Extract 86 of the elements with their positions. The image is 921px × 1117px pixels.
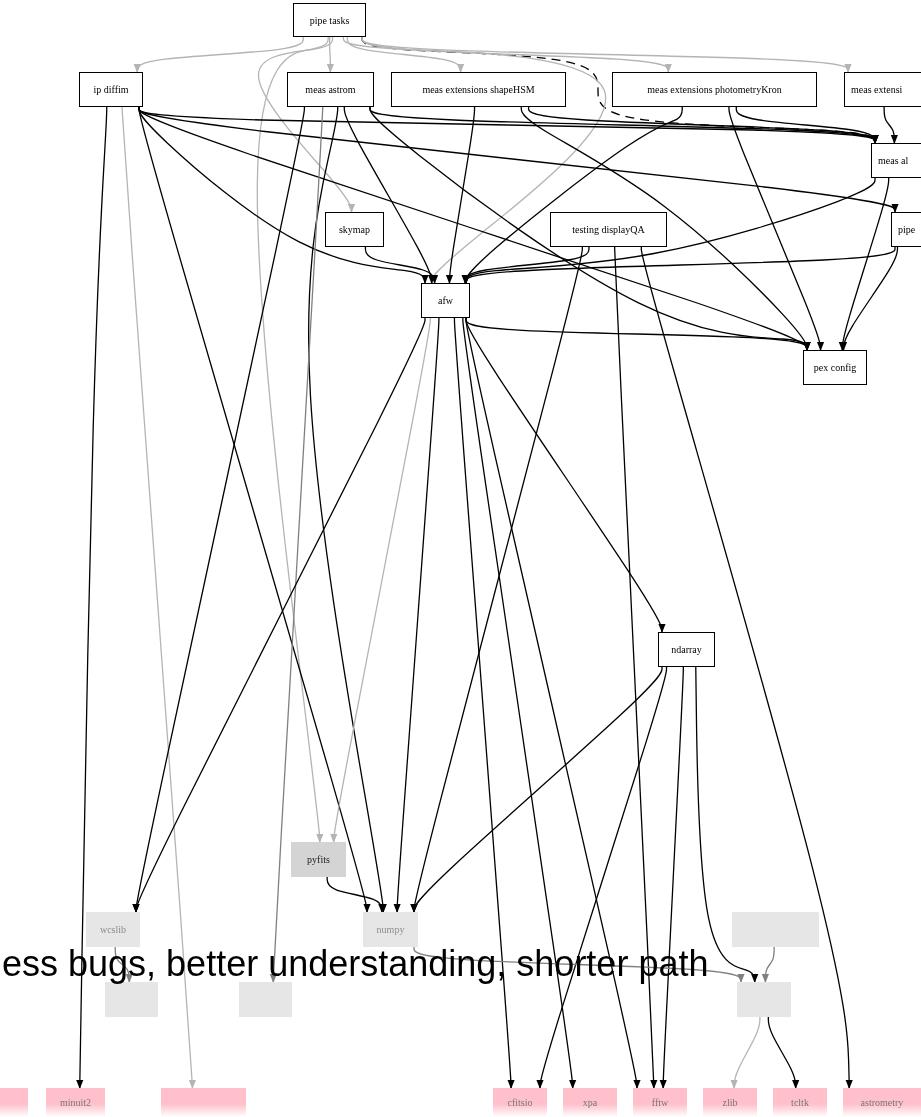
dependency-arrow	[133, 36, 304, 73]
package-name: zlib	[722, 1097, 738, 1108]
dependency-arrow	[258, 36, 356, 213]
package-name: minuit2	[59, 1097, 92, 1108]
external-package-box	[563, 1088, 617, 1117]
external-package-box	[633, 1088, 687, 1117]
library-box	[732, 912, 819, 947]
dependency-arrow	[346, 36, 465, 73]
dependency-arrow	[465, 317, 641, 1089]
library-box	[737, 982, 791, 1017]
package-name: cfitsio	[507, 1097, 533, 1108]
package-name: meas extensi	[851, 84, 903, 95]
external-package-box	[493, 1088, 547, 1117]
dependency-arrow	[330, 317, 431, 843]
dependency-arrow	[445, 106, 476, 284]
package-name: numpy	[376, 924, 405, 935]
dependency-arrow	[761, 946, 775, 983]
dependency-arrow	[462, 317, 577, 1089]
package-box	[871, 143, 921, 178]
dependency-arrow	[326, 876, 386, 913]
dependency-arrow	[614, 246, 658, 1089]
external-package-box	[703, 1088, 757, 1117]
dependency-arrow	[76, 106, 108, 1089]
package-name: pipe tasks	[309, 14, 350, 26]
dependency-arrow	[393, 317, 440, 913]
dependency-arrow	[695, 666, 759, 983]
package-name: afw	[438, 295, 453, 306]
package-name: ip diffim	[93, 84, 129, 95]
package-box	[550, 212, 667, 247]
package-box	[891, 212, 921, 247]
library-box	[86, 912, 140, 947]
dependency-arrow	[728, 106, 825, 351]
dependency-arrow	[838, 177, 890, 351]
package-name: tcltk	[791, 1097, 809, 1108]
dependency-arrow	[269, 106, 324, 983]
package-box	[79, 72, 143, 107]
dependency-arrow	[256, 36, 329, 843]
library-box	[363, 912, 418, 947]
dependency-arrow	[410, 666, 663, 913]
package-name: wcslib	[99, 924, 127, 935]
external-package-box	[773, 1088, 827, 1117]
package-name: pipe	[898, 224, 916, 235]
dependency-arrow	[536, 666, 668, 1089]
external-package-box	[843, 1088, 921, 1117]
dependency-arrow	[308, 106, 387, 913]
package-name: astrometry	[860, 1097, 904, 1108]
package-name: meas extensions photometryKron	[647, 84, 782, 95]
library-box	[105, 982, 158, 1017]
dependency-arrow	[640, 246, 853, 1089]
dependency-arrow	[364, 246, 439, 284]
package-name: fftw	[651, 1097, 669, 1108]
library-box	[239, 982, 292, 1017]
package-name: meas extensions shapeHSM	[422, 84, 535, 95]
dependency-arrow	[730, 1016, 761, 1089]
package-box	[325, 212, 384, 247]
package-box	[421, 283, 470, 318]
package-name: testing displayQA	[572, 224, 645, 235]
dependency-arrow	[361, 36, 852, 73]
package-name: skymap	[338, 224, 371, 235]
dependency-arrow	[461, 246, 590, 284]
external-package-box	[161, 1088, 246, 1117]
package-name: ndarray	[671, 644, 702, 655]
package-box	[803, 350, 867, 385]
package-name: meas al	[878, 155, 909, 166]
package-box	[612, 72, 817, 107]
dependency-arrow	[343, 106, 436, 284]
package-box	[293, 3, 366, 37]
dependency-arrow	[121, 106, 197, 1089]
package-name: pyfits	[307, 854, 330, 865]
library-box	[291, 842, 346, 877]
dependency-arrow	[883, 106, 898, 144]
external-package-box	[46, 1088, 105, 1117]
package-name: xpa	[582, 1097, 598, 1108]
dependency-arrow	[326, 36, 334, 73]
package-box	[391, 72, 566, 107]
dependency-arrow	[735, 106, 879, 144]
package-name: pex config	[813, 362, 857, 373]
package-name: meas astrom	[305, 84, 356, 95]
dependency-arrow	[659, 666, 684, 1089]
dependency-arrow	[132, 317, 426, 913]
dependency-arrow	[453, 317, 515, 1089]
package-box	[658, 632, 715, 667]
dependency-arrow	[767, 1016, 800, 1089]
external-package-box	[0, 1088, 28, 1117]
package-box	[844, 72, 921, 107]
package-box	[287, 72, 374, 107]
